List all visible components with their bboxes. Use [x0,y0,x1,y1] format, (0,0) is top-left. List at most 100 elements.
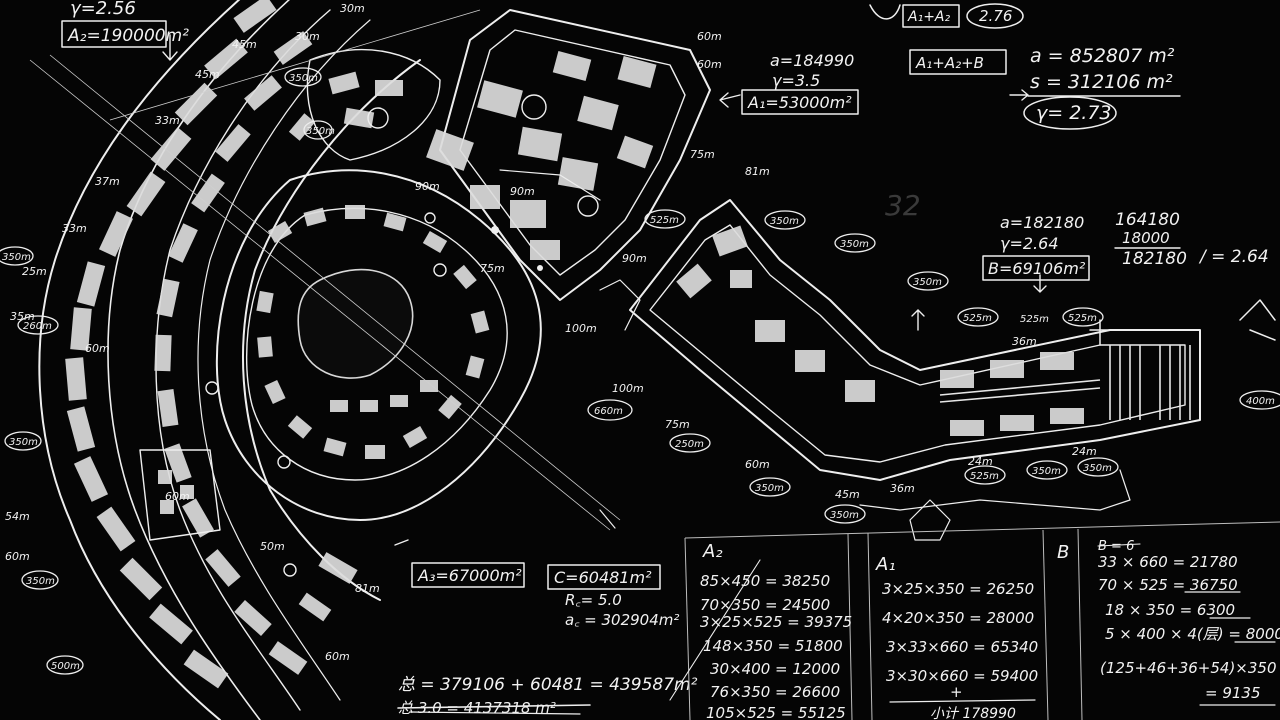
dist-label: 45m [195,68,220,81]
dist-label: 100m [565,322,597,335]
rc-text: R꜀= 5.0 [565,591,622,609]
dist-label: 24m [968,455,993,468]
frac-top: 164180 [1115,210,1180,230]
oval-label: 350m [770,216,799,227]
table-a2-row: 85×450 = 38250 [700,572,830,590]
oval-tag: 525m [644,209,686,229]
b-parcel [599,199,1201,541]
dist-label: 60m [165,490,190,503]
a3-area-text: A₃=67000m² [417,566,522,585]
dist-label: 90m [510,185,535,198]
a-value-top-center: a=184990 [770,51,854,70]
a3-area-box [411,562,525,588]
oval-tag: 525m [964,465,1006,485]
table-b-subheader: B = 6 [1098,539,1134,554]
arrows [162,34,1047,546]
dist-label: 50m [260,540,285,553]
table-a2-row: 3×25×525 = 39375 [700,613,852,631]
b-a-value: a=182180 [1000,213,1084,232]
table-a2: A₂ 85×450 = 38250 70×350 = 24500 3×25×52… [669,541,852,720]
ratio-oval-276 [966,3,1024,29]
oval-tag: 525m [1062,307,1104,327]
oval-label: 350m [306,126,335,137]
oval-label: 350m [2,252,31,263]
oval-tag: 525m [1020,314,1049,325]
ratio-top-left: γ=2.56 [70,0,136,19]
table-b: B B = 6 33 × 660 = 21780 70 × 525 = 3675… [1057,539,1280,706]
dist-label: 81m [745,165,770,178]
oval-tag: 400m [1239,390,1280,410]
c-area-text: C=60481m² [554,568,652,587]
frac-bottom: 182180 [1122,249,1187,269]
table-b-header: B [1057,542,1069,563]
table-a2-row: 148×350 = 51800 [703,637,843,655]
a1-area-box [741,89,859,115]
table-a1-row: 3×33×660 = 65340 [886,638,1038,656]
table-a1: A₁ 3×25×350 = 26250 4×20×350 = 28000 3×3… [875,554,1038,720]
leader-line [669,559,761,701]
oval-tag: 350m [4,431,42,451]
strike-through-2 [409,711,581,715]
oval-label: 350m [26,576,55,587]
a1-parcel [426,9,711,301]
a1a2-text: A₁+A₂ [907,9,950,25]
dist-label: 75m [690,148,715,161]
frac-plus: 18000 [1122,229,1170,247]
dist-label: 75m [665,418,690,431]
oval-tag: 350m [284,67,322,87]
dist-label: 54m [5,510,30,523]
dist-label: 45m [835,488,860,501]
table-b-row: = 9135 [1205,684,1261,702]
ratio-total: γ= 2.73 [1036,102,1112,124]
b-area-box [982,255,1090,281]
oval-tag: 525m [957,307,999,327]
table-a2-row: 70×350 = 24500 [700,596,830,614]
oval-label: 350m [9,437,38,448]
a1a2b-text: A₁+A₂+B [915,54,984,72]
oval-tag: 350m [764,210,806,230]
dist-label: 60m [325,650,350,663]
crescent-plan [38,0,542,720]
dist-label: 25m [22,265,47,278]
table-a1-row: 4×20×350 = 28000 [882,609,1034,627]
dist-label: 81m [355,582,380,595]
b-hatched-strip [939,345,1191,420]
oval-tag: 250m [669,433,711,453]
a-total: a = 852807 m² [1030,45,1175,67]
oval-label: 260m [23,321,52,332]
ratio-top-center: γ=3.5 [772,71,820,90]
dist-label: 36m [1012,335,1037,348]
a1a2-box [902,4,960,28]
dist-label: 75m [480,262,505,275]
oval-tag: 350m [824,504,866,524]
table-b-row: 33 × 660 = 21780 [1098,553,1238,571]
top-left-notes: γ=2.56 A₂=190000m² [61,0,189,48]
dist-label: 45m [232,38,257,51]
oval-tag: 350m [749,477,791,497]
c-area-box [547,564,661,590]
oval-tag: 350m [0,246,34,266]
oval-label: 350m [840,239,869,250]
b-area-text: B=69106m² [988,259,1086,278]
oval-tag: 260m [17,315,59,335]
dist-label: 35m [10,310,35,323]
table-a1-header: A₁ [875,554,896,575]
top-center-notes: a=184990 γ=3.5 A₁=53000m² [741,51,859,115]
a2-area-text: A₂=190000m² [67,26,189,46]
oval-label: 525m [1068,313,1097,324]
b-result: / = 2.64 [1198,247,1269,267]
dist-label: 33m [62,222,87,235]
table-a1-row: 3×25×350 = 26250 [882,580,1034,598]
a1-area-text: A₁=53000m² [747,93,852,112]
dist-label: 30m [295,30,320,43]
table-a2-header: A₂ [702,541,723,562]
dist-label: 30m [340,2,365,15]
oval-label: 350m [1032,466,1061,477]
oval-tag: 350m [21,570,59,590]
oval-tag: 500m [46,655,84,675]
axis-lines [29,9,621,531]
table-a1-row: 小计 178990 [930,706,1016,720]
oval-label: 350m [755,483,784,494]
dist-label: 33m [155,114,180,127]
oval-tag: 350m [1026,460,1068,480]
